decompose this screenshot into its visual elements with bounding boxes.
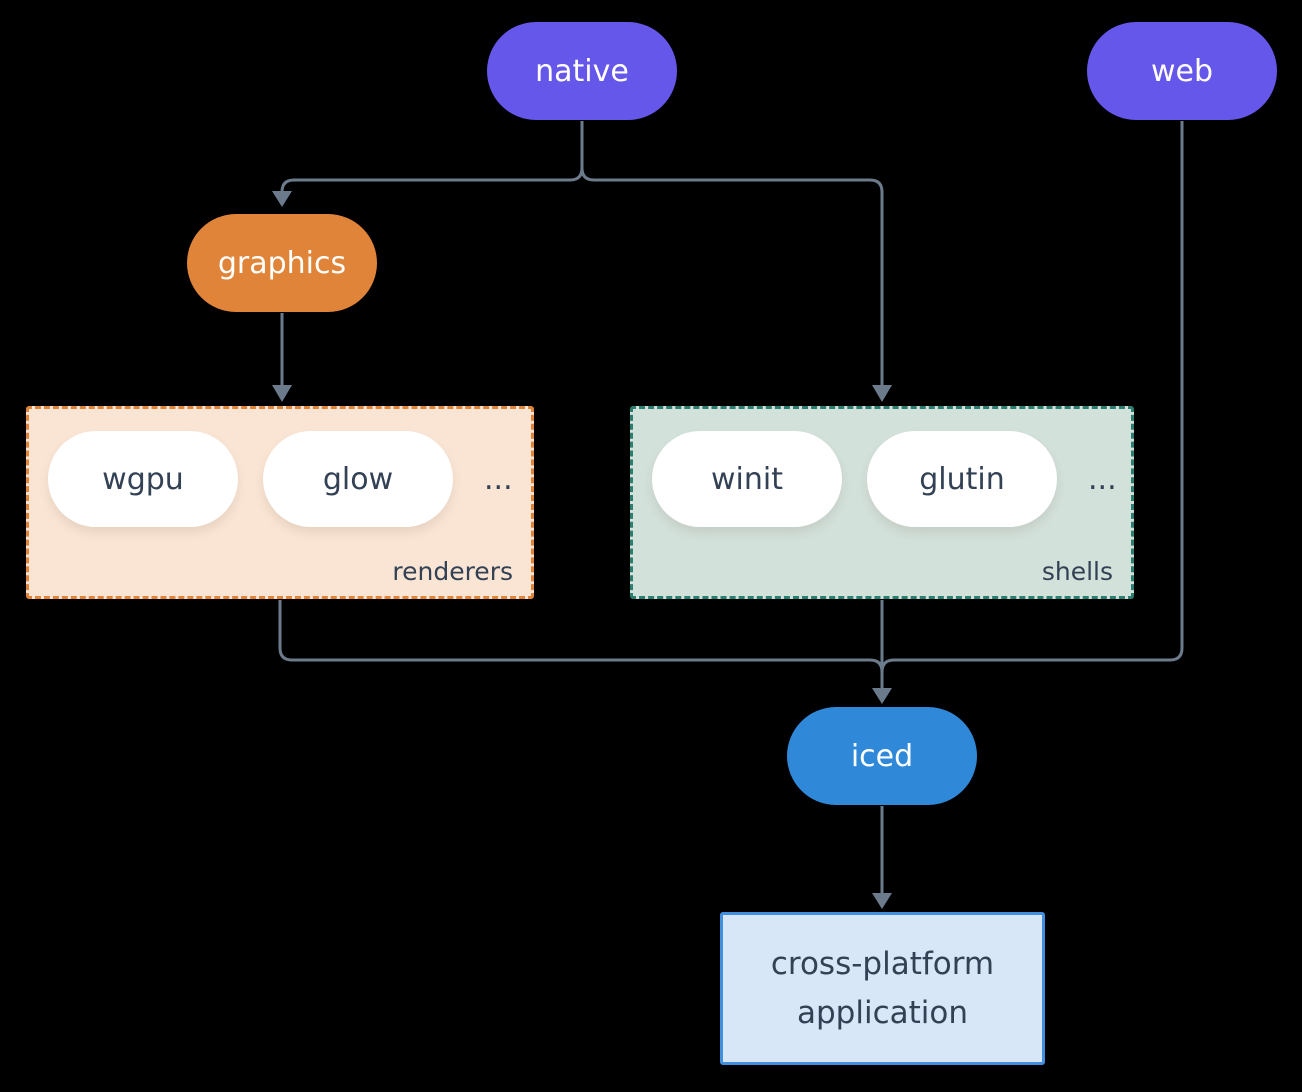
node-application-label: cross-platform application — [770, 946, 995, 1031]
node-native: native — [487, 22, 677, 120]
node-wgpu: wgpu — [48, 431, 238, 527]
node-graphics: graphics — [187, 214, 377, 312]
renderers-group-label: renderers — [392, 557, 513, 586]
node-graphics-label: graphics — [217, 245, 347, 281]
node-web: web — [1087, 22, 1277, 120]
renderers-pill-row: wgpu glow ... — [29, 409, 531, 527]
edge-native-graphics — [280, 121, 584, 193]
node-native-label: native — [535, 53, 629, 89]
shells-ellipsis: ... — [1088, 461, 1117, 497]
node-wgpu-label: wgpu — [102, 461, 184, 497]
node-winit-label: winit — [711, 461, 783, 497]
edge-native-shells — [580, 121, 884, 386]
node-glow: glow — [263, 431, 453, 527]
renderers-ellipsis: ... — [484, 461, 513, 497]
shells-pill-row: winit glutin ... — [633, 409, 1131, 527]
arrowhead-shells — [872, 385, 892, 402]
shells-group-label: shells — [1041, 557, 1113, 586]
node-iced-label: iced — [850, 738, 914, 774]
arrowhead-graphics — [272, 191, 292, 207]
node-glow-label: glow — [322, 461, 394, 497]
node-application: cross-platform application — [720, 912, 1045, 1065]
node-glutin: glutin — [867, 431, 1057, 527]
node-glutin-label: glutin — [919, 461, 1005, 497]
group-renderers: wgpu glow ... renderers — [26, 406, 534, 599]
node-web-label: web — [1150, 53, 1214, 89]
edge-renderers-iced — [278, 600, 884, 673]
group-shells: winit glutin ... shells — [630, 406, 1134, 599]
arrowhead-renderers — [272, 385, 292, 402]
arrowhead-application — [872, 893, 892, 909]
arrowhead-iced — [872, 688, 892, 704]
node-iced: iced — [787, 707, 977, 805]
node-winit: winit — [652, 431, 842, 527]
